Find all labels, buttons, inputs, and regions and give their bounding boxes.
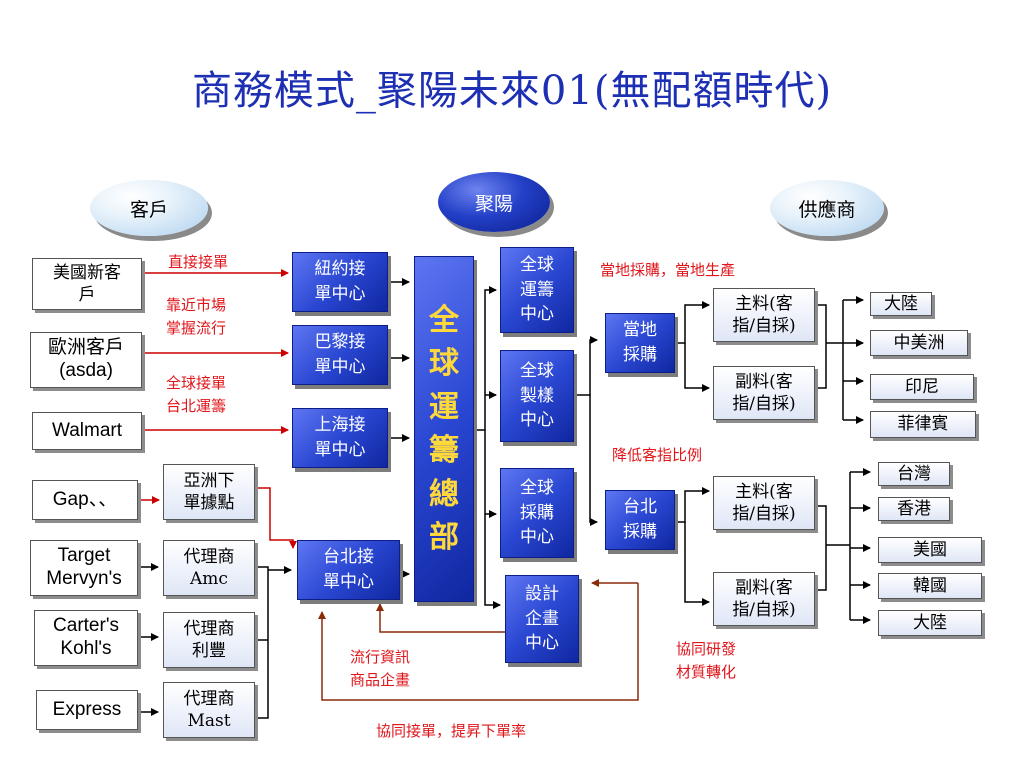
country-box: 印尼 bbox=[870, 374, 974, 400]
center-header-label: 聚陽 bbox=[474, 192, 513, 215]
center-header: 聚陽 bbox=[438, 172, 550, 232]
order-center-box: 台北接 單中心 bbox=[297, 540, 400, 600]
hq-char: 全 bbox=[429, 302, 459, 338]
hq-label: 全球運籌總部 bbox=[429, 299, 459, 560]
country-box: 美國 bbox=[878, 537, 982, 563]
sourcing-box: 台北 採購 bbox=[605, 490, 675, 550]
customer-box: Carter's Kohl's bbox=[34, 610, 138, 666]
customer-box: Walmart bbox=[32, 412, 142, 450]
country-box: 中美洲 bbox=[870, 330, 968, 356]
function-center-box: 全球 製樣 中心 bbox=[500, 350, 574, 442]
annotation-reduce: 降低客指比例 bbox=[612, 446, 703, 464]
supplier-header-label: 供應商 bbox=[798, 198, 856, 221]
hq-char: 部 bbox=[429, 520, 459, 555]
annotation-rd: 協同研發 材質轉化 bbox=[676, 640, 737, 681]
material-box: 主料(客 指/自採) bbox=[713, 476, 815, 530]
annotation-direct: 直接接單 bbox=[168, 253, 229, 271]
agent-box: 代理商 利豐 bbox=[163, 612, 255, 668]
supplier-header: 供應商 bbox=[770, 180, 884, 236]
order-center-box: 巴黎接 單中心 bbox=[292, 325, 388, 385]
hq-char: 籌 bbox=[429, 433, 459, 468]
page-title: 商務模式_聚陽未來01(無配額時代) bbox=[191, 68, 833, 114]
sourcing-box: 當地 採購 bbox=[605, 313, 675, 373]
customer-header: 客戶 bbox=[90, 180, 208, 236]
hq-char: 球 bbox=[429, 346, 459, 381]
material-box: 副料(客 指/自採) bbox=[713, 366, 815, 420]
order-center-box: 紐約接 單中心 bbox=[292, 252, 388, 312]
country-box: 大陸 bbox=[878, 610, 982, 636]
agent-box: 代理商 Mast bbox=[163, 682, 255, 738]
function-center-box: 全球 採購 中心 bbox=[500, 468, 574, 558]
customer-box: Express bbox=[36, 690, 138, 730]
annotation-co-order: 協同接單，提昇下單率 bbox=[376, 722, 527, 740]
country-box: 菲律賓 bbox=[870, 411, 976, 438]
customer-box: Gap、、 bbox=[32, 480, 138, 520]
hq-box: 全球運籌總部 bbox=[414, 256, 474, 602]
customer-header-label: 客戶 bbox=[129, 198, 168, 221]
country-box: 韓國 bbox=[878, 573, 982, 599]
function-center-box: 全球 運籌 中心 bbox=[500, 247, 574, 333]
customer-box: 美國新客 戶 bbox=[32, 258, 142, 310]
country-box: 台灣 bbox=[878, 462, 950, 486]
customer-box: 歐洲客戶 (asda) bbox=[30, 332, 142, 388]
annotation-near-market: 靠近市場 掌握流行 bbox=[166, 296, 227, 337]
agent-box: 代理商 Amc bbox=[163, 540, 255, 596]
annotation-local: 當地採購，當地生產 bbox=[600, 261, 736, 279]
customer-box: Target Mervyn's bbox=[30, 540, 138, 596]
material-box: 主料(客 指/自採) bbox=[713, 288, 815, 342]
function-center-box: 設計 企畫 中心 bbox=[505, 575, 579, 663]
country-box: 香港 bbox=[878, 497, 950, 521]
country-box: 大陸 bbox=[870, 292, 932, 316]
order-center-box: 上海接 單中心 bbox=[292, 408, 388, 468]
agent-box: 亞洲下 單據點 bbox=[163, 464, 255, 520]
annotation-global-order: 全球接單 台北運籌 bbox=[166, 374, 227, 415]
hq-char: 總 bbox=[429, 476, 459, 512]
annotation-fashion: 流行資訊 商品企畫 bbox=[350, 648, 411, 689]
material-box: 副料(客 指/自採) bbox=[713, 572, 815, 626]
hq-char: 運 bbox=[429, 389, 459, 425]
